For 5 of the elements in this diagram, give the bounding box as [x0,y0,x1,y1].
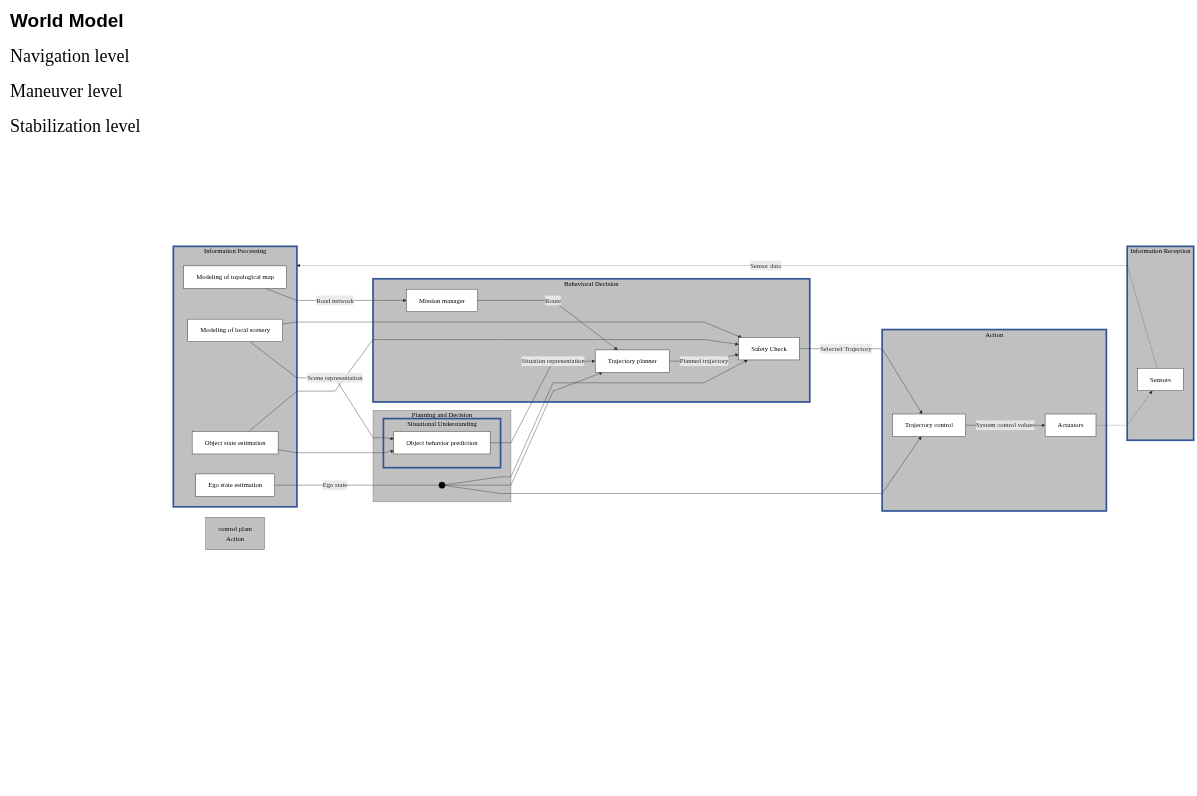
node-circle [438,481,446,489]
level-label: Navigation level [10,46,131,67]
column-heading: World Model [10,10,125,32]
level-label: Stabilization level [10,116,142,137]
level-label: Maneuver level [10,81,124,102]
